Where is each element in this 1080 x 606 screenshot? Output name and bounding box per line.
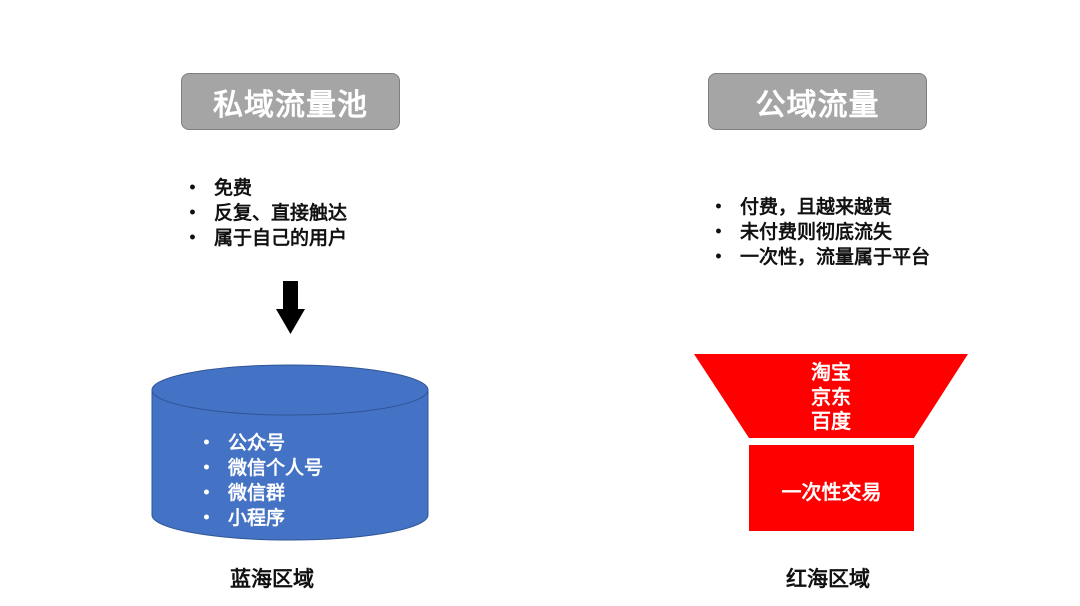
funnel-trapezoid [694, 354, 968, 438]
list-item: 公众号 [202, 431, 323, 456]
funnel-item: 百度 [811, 409, 851, 433]
list-item: 一次性，流量属于平台 [714, 245, 930, 270]
funnel-item: 淘宝 [811, 360, 851, 384]
private-bullets: 免费 反复、直接触达 属于自己的用户 [188, 176, 347, 251]
funnel-item: 京东 [811, 384, 851, 409]
list-item: 小程序 [202, 506, 323, 531]
list-item: 免费 [188, 176, 347, 201]
transaction-box [749, 445, 914, 531]
list-item: 微信个人号 [202, 456, 323, 481]
down-arrow-icon [276, 281, 305, 334]
list-item: 反复、直接触达 [188, 201, 347, 226]
list-item: 微信群 [202, 481, 323, 506]
list-item: 属于自己的用户 [188, 226, 347, 251]
funnel-items: 淘宝 京东 百度 [781, 360, 881, 434]
private-title: 私域流量池 [213, 87, 368, 123]
list-item: 未付费则彻底流失 [714, 220, 930, 245]
blue-ocean-label: 蓝海区域 [230, 566, 314, 591]
private-title-box: 私域流量池 [181, 73, 400, 130]
list-item: 付费，且越来越贵 [714, 195, 930, 220]
public-bullets: 付费，且越来越贵 未付费则彻底流失 一次性，流量属于平台 [714, 195, 930, 270]
transaction-text: 一次性交易 [781, 480, 882, 504]
pool-items: 公众号 微信个人号 微信群 小程序 [202, 431, 323, 531]
public-title: 公域流量 [755, 87, 880, 123]
red-ocean-label: 红海区域 [786, 566, 870, 591]
public-title-box: 公域流量 [708, 73, 927, 130]
